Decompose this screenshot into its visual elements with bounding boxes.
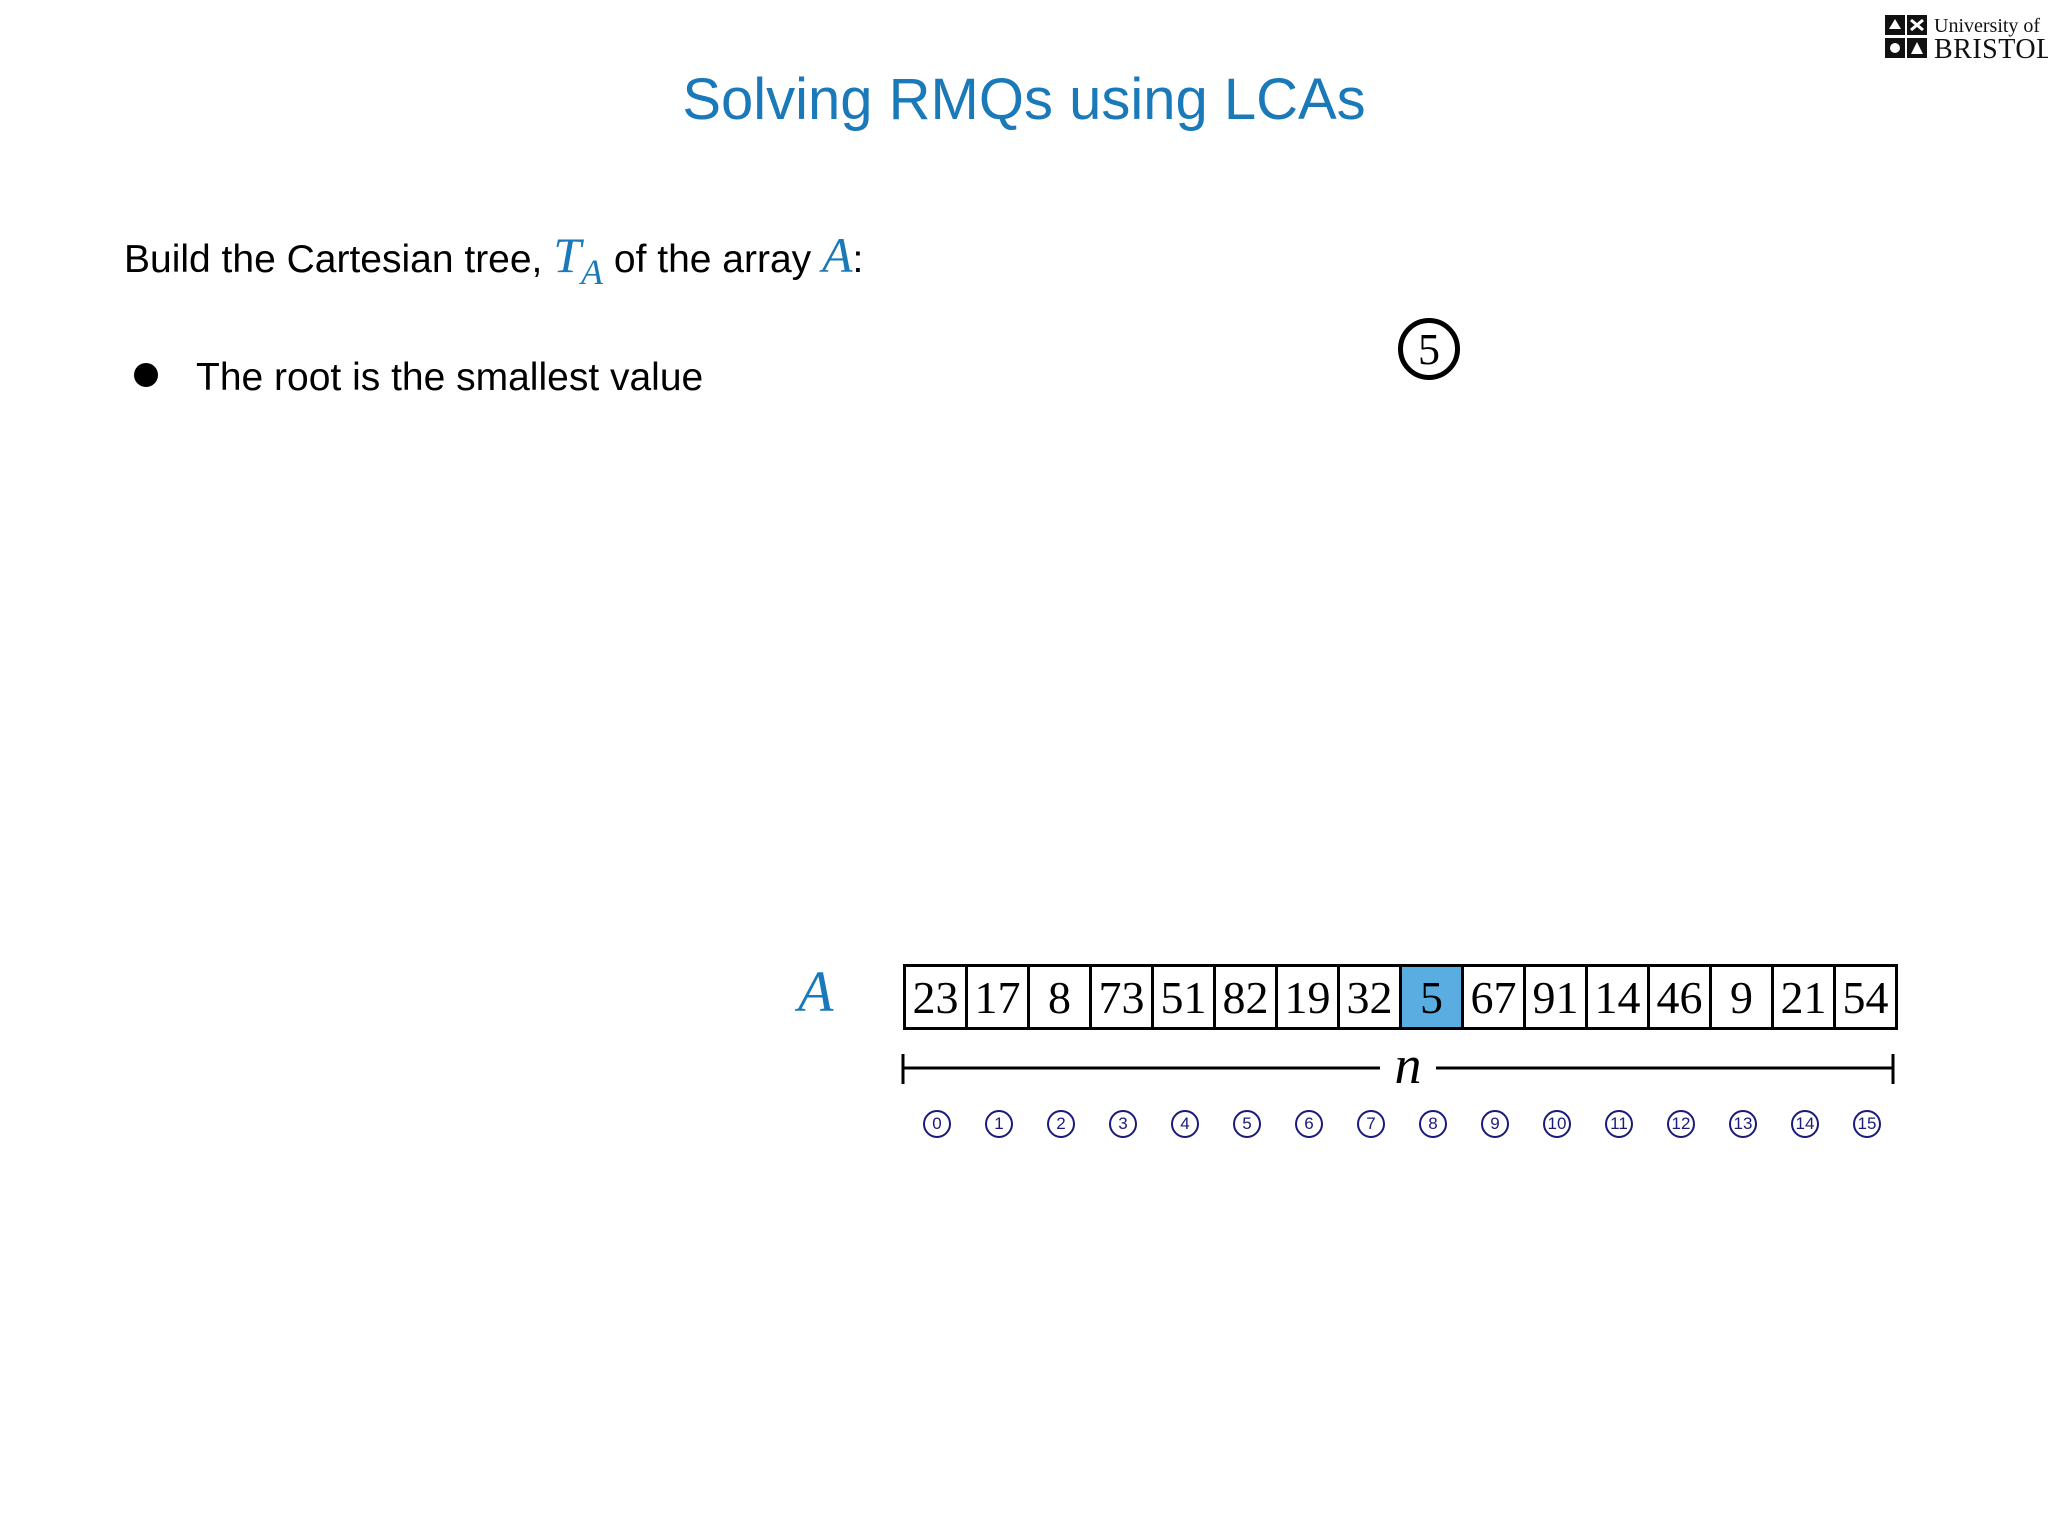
logo-line-1: University of bbox=[1934, 15, 2041, 37]
array-index-label: 11 bbox=[1605, 1110, 1633, 1138]
tree-symbol-subscript: A bbox=[581, 252, 604, 292]
array-cell: 82 bbox=[1216, 964, 1278, 1030]
logo-wordmark: University of BRISTOL bbox=[1934, 16, 2048, 64]
array-index-label: 5 bbox=[1233, 1110, 1261, 1138]
array-index: 10 bbox=[1526, 1110, 1588, 1138]
array-cell: 19 bbox=[1278, 964, 1340, 1030]
array-index-label: 9 bbox=[1481, 1110, 1509, 1138]
array-label: A bbox=[798, 959, 834, 1024]
array-cell: 32 bbox=[1340, 964, 1402, 1030]
array-index-label: 12 bbox=[1667, 1110, 1695, 1138]
bullet-text: The root is the smallest value bbox=[196, 356, 704, 399]
intro-middle: of the array bbox=[603, 238, 822, 281]
array-index: 15 bbox=[1836, 1110, 1898, 1138]
tree-root-node: 5 bbox=[1398, 318, 1460, 380]
array-cell: 51 bbox=[1154, 964, 1216, 1030]
length-label: n bbox=[1380, 1034, 1436, 1096]
array-index: 2 bbox=[1030, 1110, 1092, 1138]
array-cell: 73 bbox=[1092, 964, 1154, 1030]
array-index: 1 bbox=[968, 1110, 1030, 1138]
array-cell: 46 bbox=[1650, 964, 1712, 1030]
array-index-label: 13 bbox=[1729, 1110, 1757, 1138]
array-index-label: 1 bbox=[985, 1110, 1013, 1138]
array-index: 6 bbox=[1278, 1110, 1340, 1138]
array-cell: 14 bbox=[1588, 964, 1650, 1030]
array-cell: 8 bbox=[1030, 964, 1092, 1030]
array-index: 14 bbox=[1774, 1110, 1836, 1138]
intro-after: : bbox=[852, 238, 864, 281]
array-index-label: 7 bbox=[1357, 1110, 1385, 1138]
array-index-label: 3 bbox=[1109, 1110, 1137, 1138]
array-index-label: 14 bbox=[1791, 1110, 1819, 1138]
array-index: 3 bbox=[1092, 1110, 1154, 1138]
tree-symbol: TA bbox=[553, 227, 603, 292]
tree-root-value: 5 bbox=[1418, 324, 1440, 374]
array-index: 9 bbox=[1464, 1110, 1526, 1138]
bullet-dot-icon bbox=[134, 363, 158, 387]
crest-icon bbox=[1885, 15, 1927, 58]
array-cell: 54 bbox=[1836, 964, 1898, 1030]
logo-line-2: BRISTOL bbox=[1934, 34, 2048, 65]
array-cell: 21 bbox=[1774, 964, 1836, 1030]
intro-before: Build the Cartesian tree, bbox=[124, 238, 554, 281]
array-index: 7 bbox=[1340, 1110, 1402, 1138]
array-symbol: A bbox=[821, 227, 853, 283]
array-cell: 17 bbox=[968, 964, 1030, 1030]
array-index: 5 bbox=[1216, 1110, 1278, 1138]
array-cell: 67 bbox=[1464, 964, 1526, 1030]
array-index: 0 bbox=[906, 1110, 968, 1138]
bullet-item: The root is the smallest value bbox=[134, 356, 703, 400]
array-index: 12 bbox=[1650, 1110, 1712, 1138]
array-cell: 9 bbox=[1712, 964, 1774, 1030]
array-index: 8 bbox=[1402, 1110, 1464, 1138]
array-cell: 5 bbox=[1402, 964, 1464, 1030]
array-index-label: 0 bbox=[923, 1110, 951, 1138]
university-logo: University of BRISTOL bbox=[1884, 14, 2048, 64]
array-index: 4 bbox=[1154, 1110, 1216, 1138]
intro-text: Build the Cartesian tree, TA of the arra… bbox=[124, 226, 863, 293]
slide-title: Solving RMQs using LCAs bbox=[682, 67, 1366, 132]
array-index-label: 8 bbox=[1419, 1110, 1447, 1138]
array-index-label: 6 bbox=[1295, 1110, 1323, 1138]
tree-symbol-letter: T bbox=[553, 227, 582, 283]
array-index-label: 2 bbox=[1047, 1110, 1075, 1138]
array-cell: 23 bbox=[906, 964, 968, 1030]
array-index: 13 bbox=[1712, 1110, 1774, 1138]
array-index-label: 4 bbox=[1171, 1110, 1199, 1138]
array-index-label: 15 bbox=[1853, 1110, 1881, 1138]
array-index-label: 10 bbox=[1543, 1110, 1571, 1138]
array-cell: 91 bbox=[1526, 964, 1588, 1030]
array-index: 11 bbox=[1588, 1110, 1650, 1138]
